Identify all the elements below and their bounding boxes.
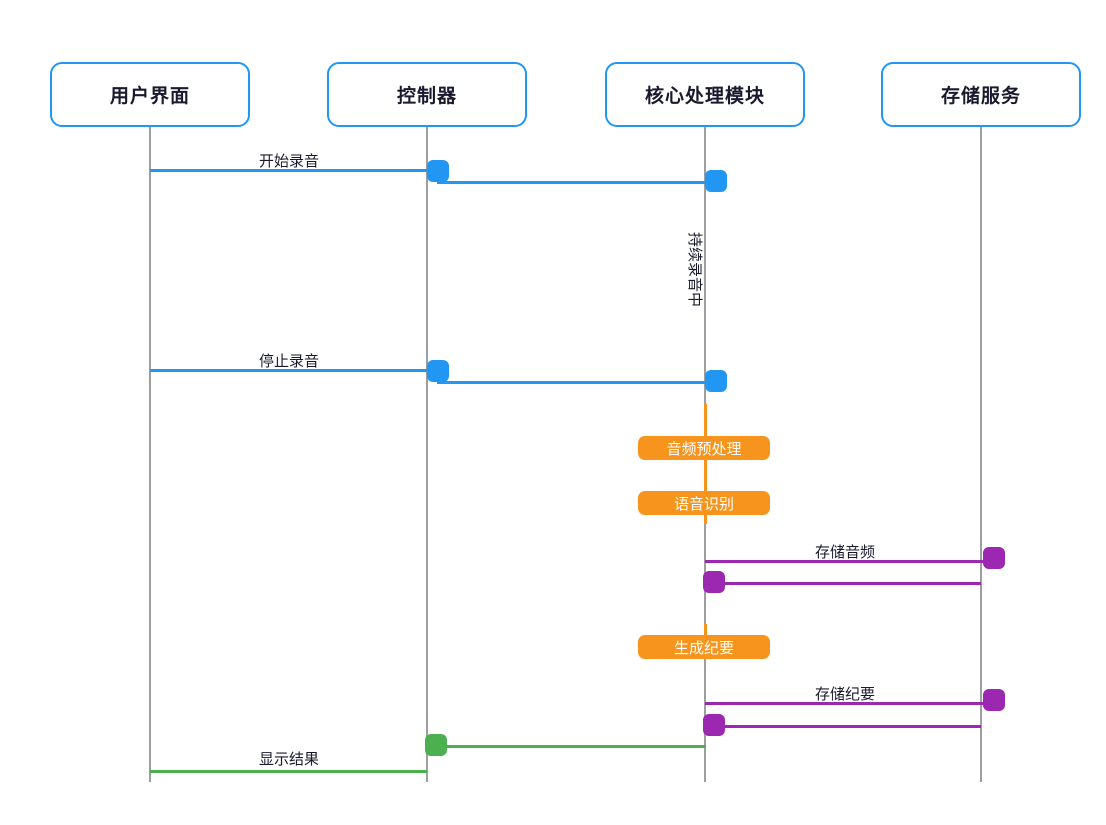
note-continuous-recording: 持续录音中 xyxy=(686,232,702,308)
message-line-store-audio xyxy=(705,560,988,563)
message-label-store-audio: 存储音频 xyxy=(814,545,876,561)
message-line-core-to-ctrl-result xyxy=(444,745,706,748)
activation-marker-ctrl-start xyxy=(427,160,449,182)
participant-core[interactable]: 核心处理模块 xyxy=(605,62,805,127)
message-line-stop-recording xyxy=(150,369,433,372)
activation-marker-core-audio-return xyxy=(703,571,725,593)
activation-marker-core-start xyxy=(705,170,727,192)
message-line-store-summary xyxy=(705,702,988,705)
message-line-start-recording xyxy=(150,169,433,172)
participant-ctrl[interactable]: 控制器 xyxy=(327,62,527,127)
activation-marker-ctrl-stop xyxy=(427,360,449,382)
message-label-show-result: 显示结果 xyxy=(258,752,320,768)
message-line-ctrl-to-core-stop xyxy=(437,381,714,384)
message-line-show-result xyxy=(150,770,427,773)
action-box-speech-recognition[interactable]: 语音识别 xyxy=(638,491,770,515)
activation-marker-storage-summary xyxy=(983,689,1005,711)
message-label-store-summary: 存储纪要 xyxy=(814,687,876,703)
lifeline-storage xyxy=(980,127,982,782)
self-action-connector-1 xyxy=(704,404,707,524)
action-box-audio-preprocess[interactable]: 音频预处理 xyxy=(638,436,770,460)
activation-marker-core-summary-return xyxy=(703,714,725,736)
action-box-generate-summary[interactable]: 生成纪要 xyxy=(638,635,770,659)
lifeline-ui xyxy=(149,127,151,782)
message-line-ctrl-to-core-start xyxy=(437,181,714,184)
participant-storage[interactable]: 存储服务 xyxy=(881,62,1081,127)
message-label-stop-recording: 停止录音 xyxy=(258,354,320,370)
lifeline-ctrl xyxy=(426,127,428,782)
message-line-store-audio-return xyxy=(722,582,981,585)
activation-marker-core-stop xyxy=(705,370,727,392)
activation-marker-ctrl-result xyxy=(425,734,447,756)
message-label-start-recording: 开始录音 xyxy=(258,154,320,170)
message-line-store-summary-return xyxy=(722,725,981,728)
participant-ui[interactable]: 用户界面 xyxy=(50,62,250,127)
activation-marker-storage-audio xyxy=(983,547,1005,569)
